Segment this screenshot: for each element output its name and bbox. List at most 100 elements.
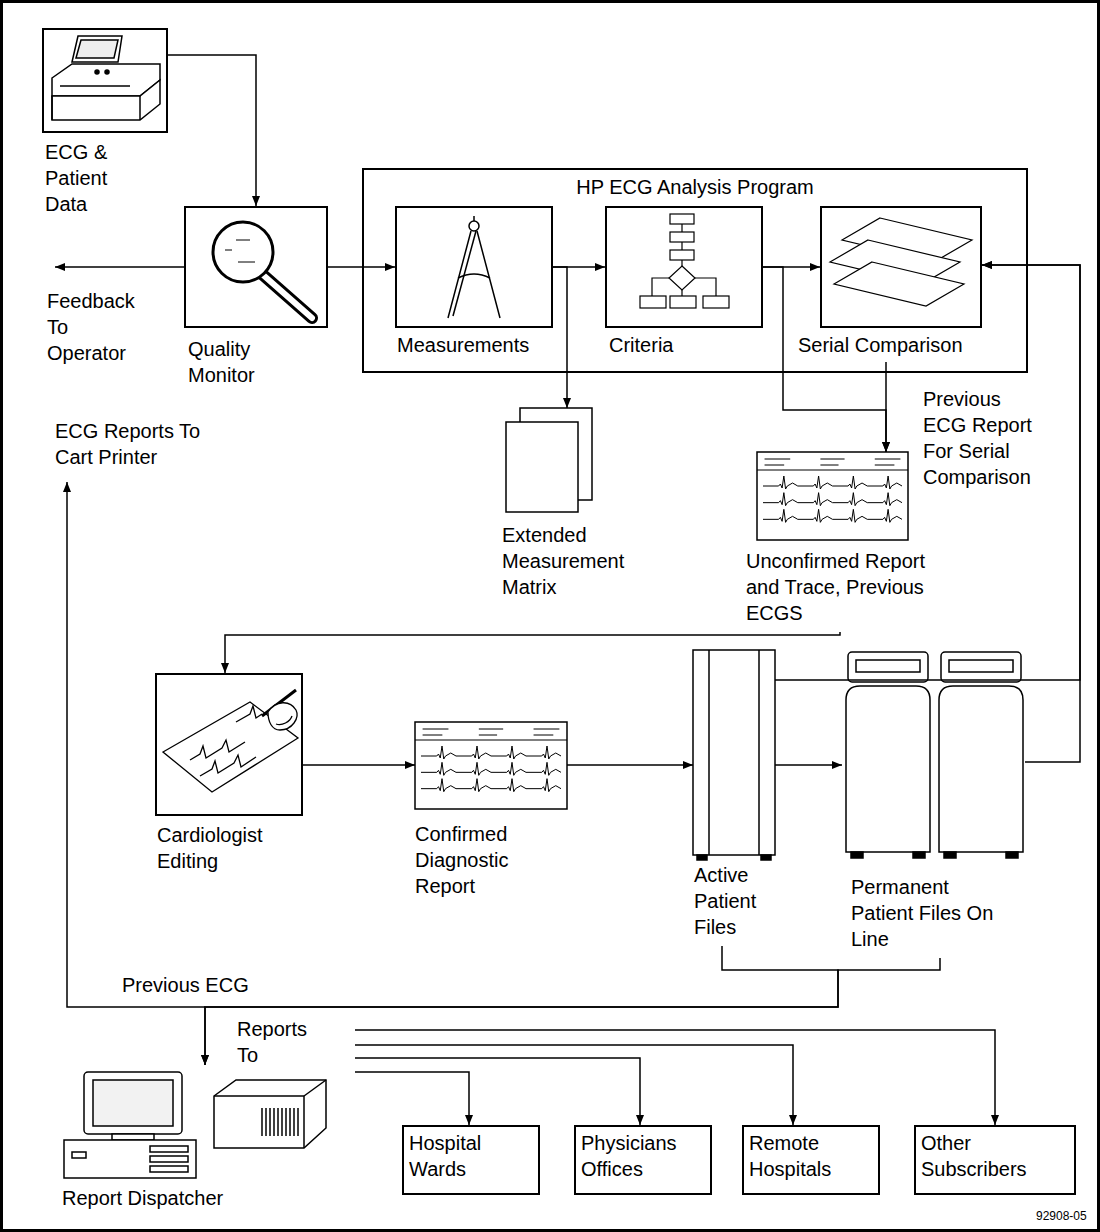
magnifier-icon xyxy=(213,222,312,318)
node-label: Hospital Wards xyxy=(404,1127,524,1185)
drawing-rect xyxy=(670,232,694,242)
drawing-path xyxy=(225,240,255,262)
annotation-label: ECG Reports To Cart Printer xyxy=(55,418,225,470)
drawing-rect xyxy=(697,855,707,860)
node-caption: ECG & Patient Data xyxy=(45,139,145,217)
drawing-rect xyxy=(944,852,956,858)
process-box: Hospital Wards xyxy=(402,1125,540,1195)
process-box: HP ECG Analysis ProgramMeasurementsCrite… xyxy=(362,168,1028,373)
disk-drive-icon xyxy=(846,652,1023,858)
process-box: Other Subscribers xyxy=(914,1125,1076,1195)
drawing-path xyxy=(236,706,262,722)
drawing-rect xyxy=(856,660,920,672)
process-box: Remote Hospitals xyxy=(742,1125,880,1195)
node-label: Physicians Offices xyxy=(576,1127,696,1185)
report-icon xyxy=(757,452,908,540)
flow-connector xyxy=(982,265,1080,762)
ecg-cart-icon xyxy=(52,36,160,120)
drawing-line xyxy=(303,1096,305,1148)
flow-connector xyxy=(775,764,842,766)
editing-icon xyxy=(163,690,298,792)
annotation-label: Previous ECG Report For Serial Compariso… xyxy=(923,386,1048,490)
feedback-arrow xyxy=(55,266,184,268)
drawing-path xyxy=(421,762,561,775)
process-box: Serial Comparison xyxy=(820,206,982,328)
drawing-line xyxy=(758,650,760,855)
node-caption: Permanent Patient Files On Line xyxy=(851,874,996,952)
drawing-path xyxy=(652,278,716,296)
drawing-line xyxy=(289,1108,291,1136)
drawing-rect xyxy=(670,214,694,224)
drawing-polygon xyxy=(214,1080,326,1148)
drawing-line xyxy=(273,1108,275,1136)
drawing-line xyxy=(473,216,475,221)
drawing-line xyxy=(875,459,901,460)
drawing-line xyxy=(261,1108,263,1136)
node-caption: Extended Measurement Matrix xyxy=(502,522,642,600)
flow-connector xyxy=(205,958,940,1065)
drawing-line xyxy=(479,729,503,730)
icon-node: Permanent Patient Files On Line xyxy=(842,650,1025,860)
drawing-rect xyxy=(848,652,928,682)
drawing-rect xyxy=(112,1134,154,1140)
flow-connector xyxy=(355,1030,995,1125)
process-box: Measurements xyxy=(395,206,553,328)
node-caption: Unconfirmed Report and Trace, Previous E… xyxy=(746,548,961,626)
node-caption: Cardiologist Editing xyxy=(157,822,287,874)
flow-connector xyxy=(355,1072,469,1125)
icon-node: Confirmed Diagnostic Report xyxy=(415,722,567,809)
annotation-label: Feedback To Operator xyxy=(47,288,147,366)
drawing-rect xyxy=(670,250,694,260)
node-caption: Serial Comparison xyxy=(798,332,998,358)
node-caption: Quality Monitor xyxy=(188,336,298,388)
drawing-path xyxy=(276,716,292,725)
drawing-rect xyxy=(1006,852,1018,858)
drawing-line xyxy=(534,729,560,730)
flow-connector xyxy=(225,632,840,673)
drawing-line xyxy=(293,1108,295,1136)
process-box: ECG & Patient Data xyxy=(42,28,168,133)
process-box: Quality Monitor xyxy=(184,206,328,328)
drawing-path xyxy=(939,686,1023,852)
drawing-rect xyxy=(703,296,729,308)
drawing-polygon xyxy=(52,64,160,96)
drawing-path xyxy=(448,231,500,318)
drawing-path xyxy=(200,755,256,776)
icon-node: Extended Measurement Matrix xyxy=(506,408,592,512)
drawing-rect xyxy=(506,422,578,512)
pages-icon xyxy=(506,408,592,512)
report-trace-icons xyxy=(415,452,908,809)
drawing-line xyxy=(262,274,312,318)
drawing-rect xyxy=(949,660,1013,672)
drawing-polygon xyxy=(163,702,298,792)
drawing-rect xyxy=(64,1140,196,1178)
compass-icon xyxy=(448,216,500,318)
drawing-polygon xyxy=(76,40,118,58)
drawing-path xyxy=(763,476,902,489)
stacked-sheets-icon xyxy=(830,218,972,306)
drawing-rect xyxy=(670,296,696,308)
drawing-line xyxy=(875,465,895,466)
drawing-path xyxy=(421,746,561,759)
drawing-rect xyxy=(84,1072,182,1134)
drawing-rect xyxy=(913,852,925,858)
flow-connector xyxy=(567,764,693,766)
drawing-line xyxy=(415,740,567,741)
drawing-rect xyxy=(415,722,567,809)
node-label: Remote Hospitals xyxy=(744,1127,864,1185)
drawing-path xyxy=(268,703,297,730)
flow-connector xyxy=(355,1058,640,1125)
node-caption: Confirmed Diagnostic Report xyxy=(415,821,525,899)
drawing-path xyxy=(763,493,902,506)
drawing-path xyxy=(763,509,902,522)
drawing-rect xyxy=(757,452,908,540)
drawing-line xyxy=(479,735,497,736)
drawing-line xyxy=(277,1108,279,1136)
drawing-rect xyxy=(851,852,863,858)
icon-node: Unconfirmed Report and Trace, Previous E… xyxy=(757,452,908,540)
drawing-line xyxy=(285,1108,287,1136)
